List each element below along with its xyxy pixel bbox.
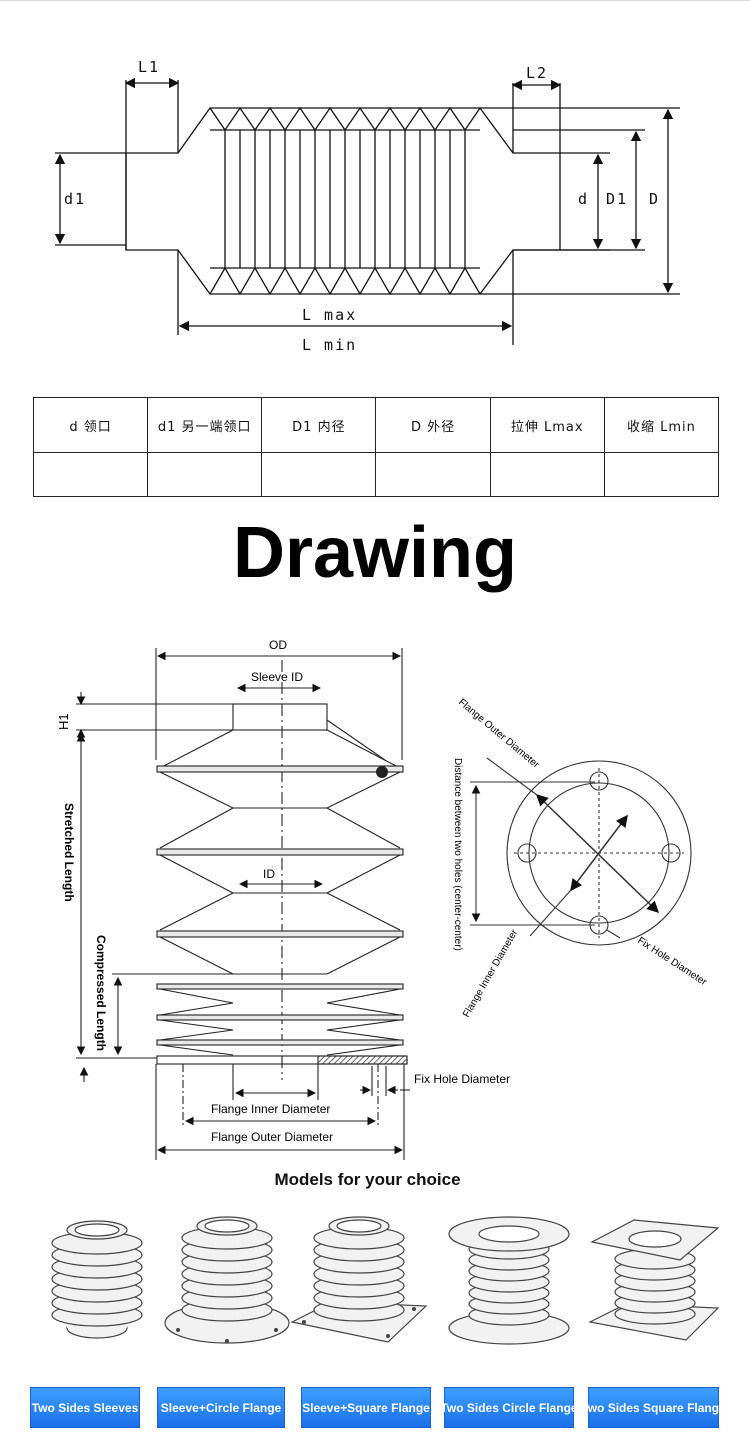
models-title: Models for your choice: [274, 1170, 461, 1189]
bellows-two-square-flange-icon: [588, 1219, 720, 1341]
value-D1: [261, 452, 377, 497]
model-two-sides-sleeves-button[interactable]: Two Sides Sleeves: [30, 1387, 140, 1428]
top-divider: [0, 0, 750, 1]
sleeve-id-label: Sleeve ID: [251, 670, 303, 684]
header-d1: d1 另一端领口: [147, 397, 263, 453]
bellows-dimension-diagram: L1 L2 d1 d D1 D L max L min: [54, 58, 680, 354]
model-two-sides-circle-flange-button[interactable]: Two Sides Circle Flange: [440, 1387, 578, 1428]
header-lmin: 收缩 Lmin: [603, 397, 720, 453]
flange-inner-diameter-label: Flange Inner Diameter: [211, 1102, 330, 1116]
model-two-sides-square-flange-button[interactable]: Two Sides Square Flange: [581, 1387, 726, 1428]
model-sleeve-square-flange-button[interactable]: Sleeve+Square Flange: [301, 1387, 431, 1428]
bellows-two-circle-flange-icon: [448, 1216, 570, 1345]
value-lmin: [603, 452, 720, 497]
value-d1: [147, 452, 263, 497]
value-D: [375, 452, 491, 497]
header-D1: D1 内径: [261, 397, 377, 453]
D-label: D: [649, 190, 660, 208]
compressed-length-label: Compressed Length: [94, 935, 108, 1051]
lmin-label: L min: [302, 336, 357, 354]
spec-table: d 领口 d1 另一端领口 D1 内径 D 外径 拉伸 Lmax 收缩 Lmin: [32, 397, 720, 497]
model-sleeve-circle-flange-button[interactable]: Sleeve+Circle Flange: [157, 1387, 285, 1428]
flange-inner-diameter-top-label: Flange Inner Diameter: [461, 927, 521, 1019]
bellows-detail-diagram: OD Sleeve ID H1 ID Stretched Length Comp…: [56, 638, 709, 1160]
bellows-two-sleeves-icon: [51, 1220, 143, 1339]
id-label: ID: [263, 867, 275, 881]
d-inner-label: d: [578, 190, 589, 208]
distance-between-holes-label: Distance between two holes (center-cente…: [452, 758, 463, 951]
header-lmax: 拉伸 Lmax: [489, 397, 605, 453]
lmax-label: L max: [302, 306, 357, 324]
flange-outer-diameter-top-label: Flange Outer Diameter: [456, 697, 541, 771]
od-label: OD: [269, 638, 287, 652]
header-d: d 领口: [32, 397, 149, 453]
l1-label: L1: [138, 58, 160, 76]
value-lmax: [489, 452, 605, 497]
flange-outer-diameter-label: Flange Outer Diameter: [211, 1130, 333, 1144]
header-D: D 外径: [375, 397, 491, 453]
drawing-title: Drawing: [232, 513, 518, 593]
d1-label: d1: [64, 190, 86, 208]
stretched-length-label: Stretched Length: [62, 803, 76, 902]
h1-label: H1: [56, 713, 71, 730]
fix-hole-diameter-top-label: Fix Hole Diameter: [635, 935, 709, 988]
value-d: [32, 452, 149, 497]
bellows-sleeve-square-flange-icon: [290, 1216, 428, 1343]
l2-label: L2: [526, 64, 548, 82]
bellows-sleeve-circle-flange-icon: [164, 1216, 290, 1344]
fix-hole-diameter-label: Fix Hole Diameter: [414, 1072, 510, 1086]
D1-label: D1: [606, 190, 628, 208]
